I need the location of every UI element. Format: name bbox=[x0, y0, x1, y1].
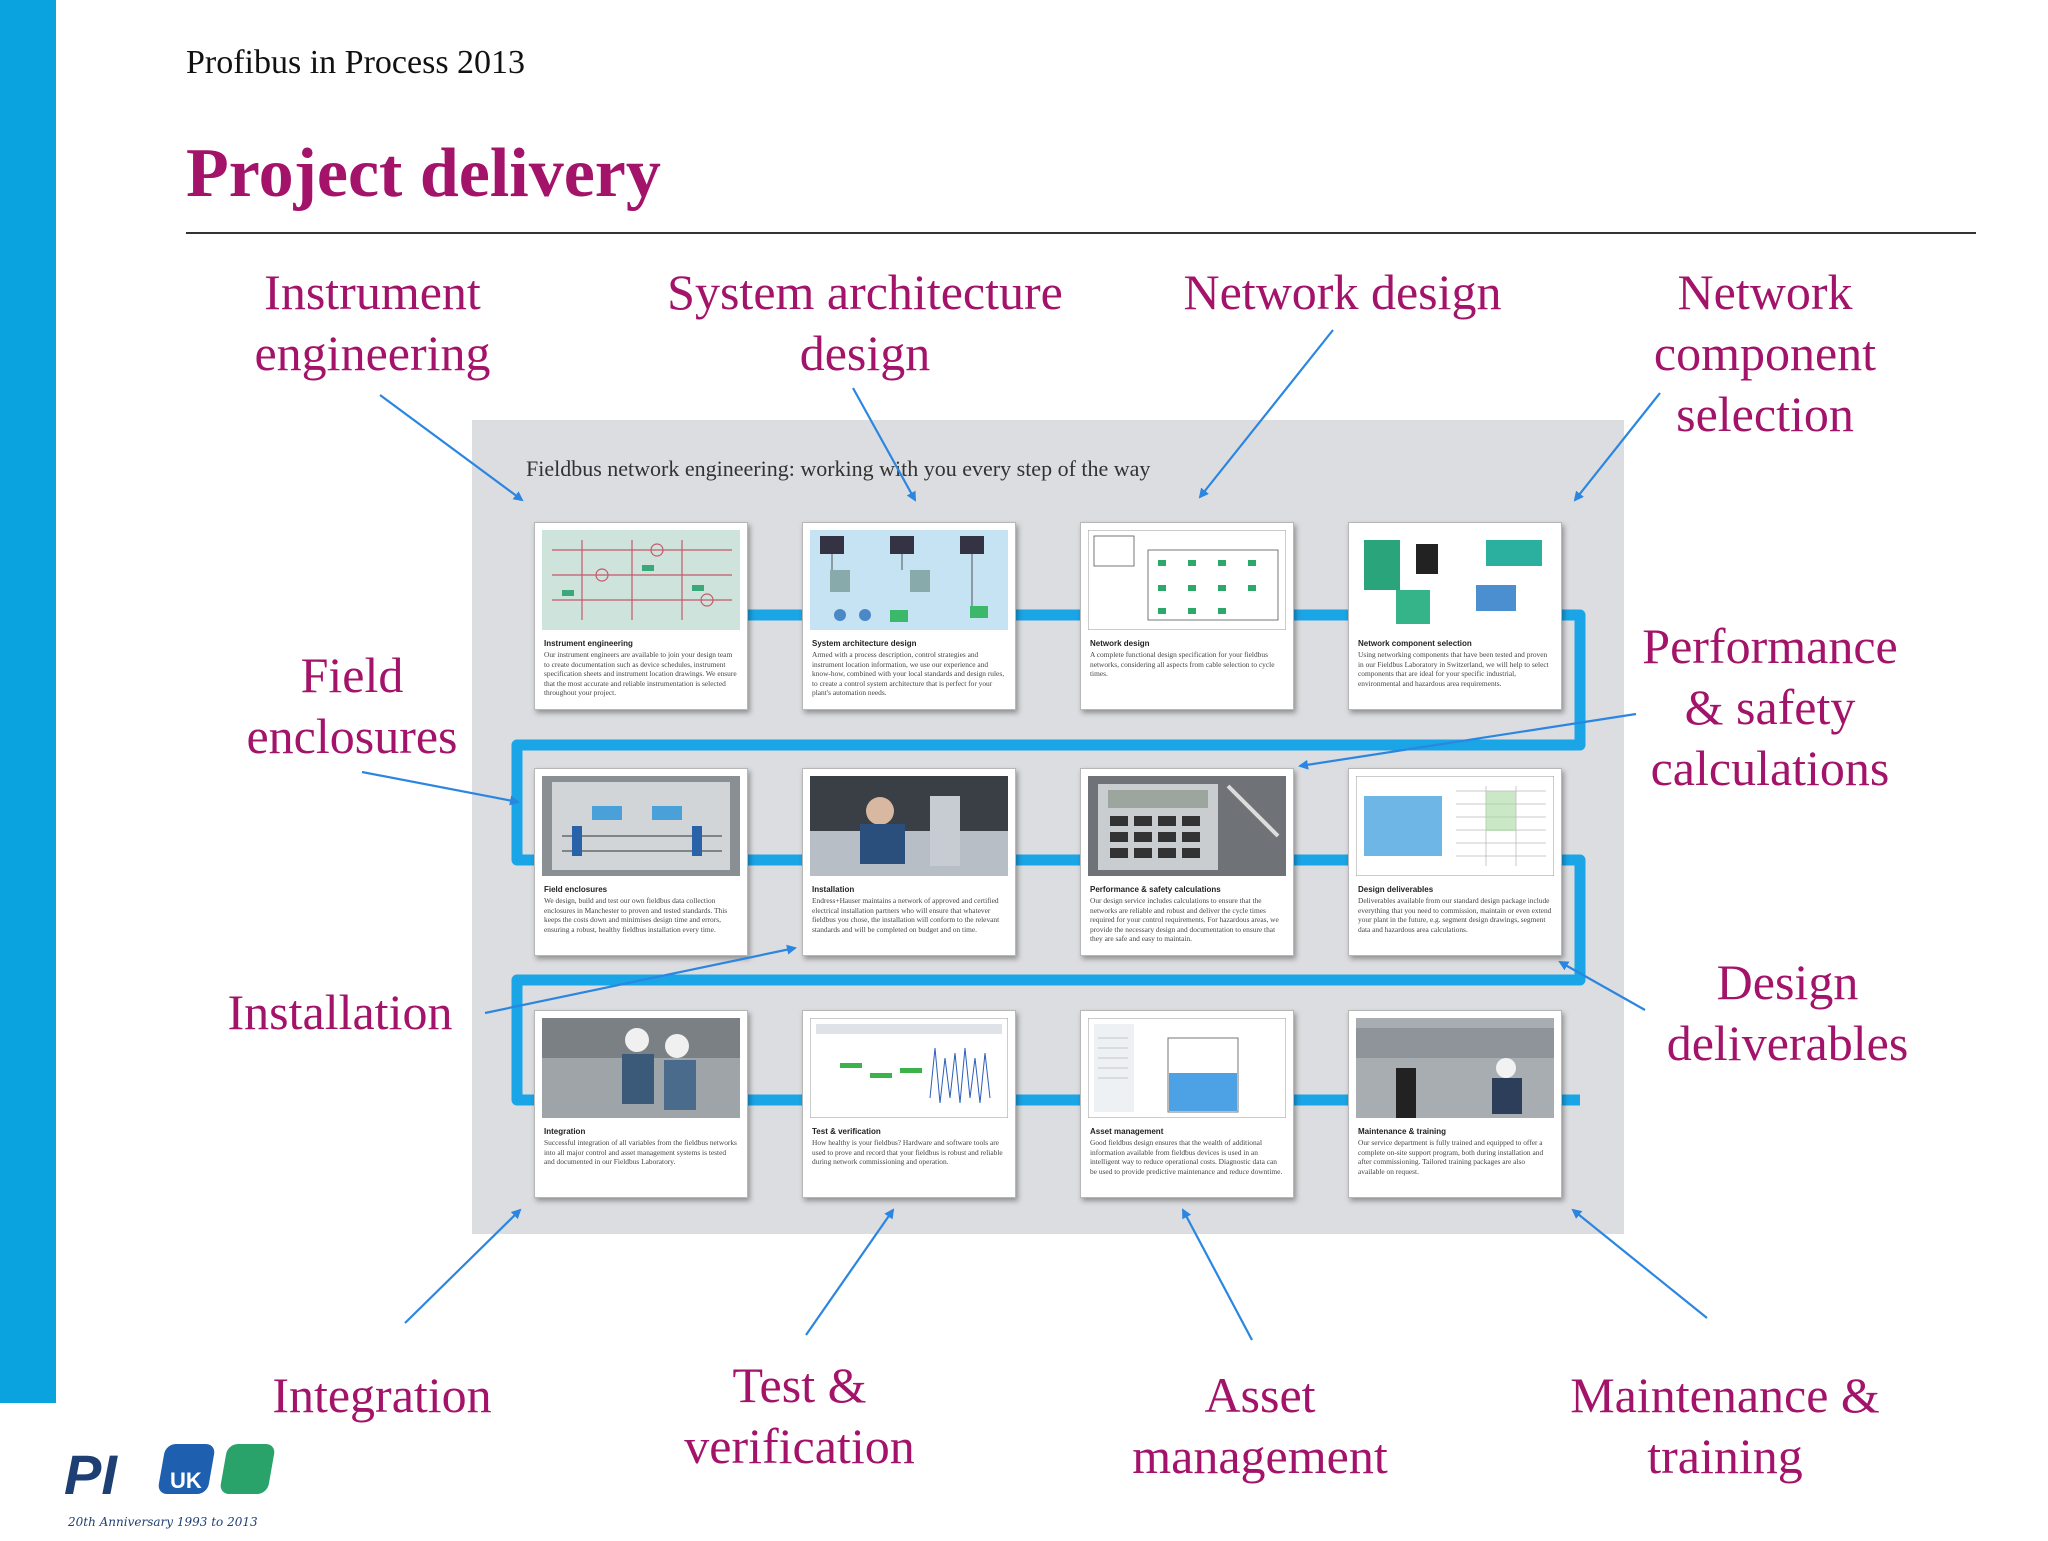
card-title: System architecture design bbox=[812, 639, 917, 648]
card-title: Integration bbox=[544, 1127, 586, 1136]
slide-title: Project delivery bbox=[186, 135, 661, 212]
card-body: Good fieldbus design ensures that the we… bbox=[1090, 1138, 1283, 1176]
card-title: Network component selection bbox=[1358, 639, 1472, 648]
arrow-instrument-engineering bbox=[379, 394, 524, 502]
card-integration: Integration Successful integration of al… bbox=[534, 1010, 748, 1198]
card-design-deliverables: Design deliverables Deliverables availab… bbox=[1348, 768, 1562, 956]
network-schematic-image bbox=[1088, 530, 1286, 630]
architecture-diagram-image bbox=[810, 530, 1008, 630]
label-network-design: Network design bbox=[1183, 264, 1502, 320]
label-installation: Installation bbox=[227, 984, 453, 1040]
arrow-maintenance-training bbox=[1571, 1208, 1708, 1319]
label-test-verification: Test &verification bbox=[684, 1357, 915, 1474]
card-title: Maintenance & training bbox=[1358, 1127, 1447, 1136]
label-integration: Integration bbox=[272, 1367, 492, 1423]
card-title: Test & verification bbox=[812, 1127, 881, 1136]
card-network-component-selection: Network component selection Using networ… bbox=[1348, 522, 1562, 710]
arrow-installation bbox=[484, 944, 797, 1015]
card-system-architecture-design: System architecture design Armed with a … bbox=[802, 522, 1016, 710]
card-body: Deliverables available from our standard… bbox=[1358, 896, 1552, 934]
integration-photo bbox=[542, 1018, 740, 1118]
maintenance-photo bbox=[1356, 1018, 1554, 1118]
arrow-system-architecture bbox=[852, 387, 916, 502]
installation-photo bbox=[810, 776, 1008, 876]
arrow-performance-safety bbox=[1298, 712, 1637, 770]
instrument-diagram-image bbox=[542, 530, 740, 630]
card-body: Endress+Hauser maintains a network of ap… bbox=[812, 896, 1000, 934]
card-title: Network design bbox=[1090, 639, 1150, 648]
network-components-image bbox=[1356, 530, 1554, 630]
left-accent-bar bbox=[0, 0, 56, 1403]
card-title: Design deliverables bbox=[1358, 885, 1434, 894]
card-title: Performance & safety calculations bbox=[1090, 885, 1221, 894]
field-enclosure-photo bbox=[542, 776, 740, 876]
card-body: Our design service includes calculations… bbox=[1090, 896, 1279, 944]
asset-software-screenshot bbox=[1088, 1018, 1286, 1118]
card-asset-management: Asset management Good fieldbus design en… bbox=[1080, 1010, 1294, 1198]
arrow-field-enclosures bbox=[361, 770, 520, 806]
card-body: Our service department is fully trained … bbox=[1358, 1138, 1544, 1176]
card-body: Using networking components that have be… bbox=[1358, 650, 1549, 688]
card-body: Successful integration of all variables … bbox=[544, 1138, 737, 1167]
arrow-design-deliverables bbox=[1558, 961, 1646, 1011]
label-maintenance-training: Maintenance &training bbox=[1570, 1367, 1880, 1484]
workflow-path-line bbox=[511, 609, 1586, 1106]
panel-title: Fieldbus network engineering: working wi… bbox=[526, 456, 1151, 481]
card-title: Instrument engineering bbox=[544, 639, 633, 648]
svg-text:20th Anniversary 1993 to 2013: 20th Anniversary 1993 to 2013 bbox=[67, 1515, 258, 1529]
card-body: Armed with a process description, contro… bbox=[812, 650, 1005, 698]
deliverables-document-image bbox=[1356, 776, 1554, 876]
card-test-verification: Test & verification How healthy is your … bbox=[802, 1010, 1016, 1198]
pi-uk-logo: PI UK 20th Anniversary 1993 to 2013 bbox=[60, 1432, 280, 1536]
card-installation: Installation Endress+Hauser maintains a … bbox=[802, 768, 1016, 956]
card-performance-safety-calculations: Performance & safety calculations Our de… bbox=[1080, 768, 1294, 956]
title-divider bbox=[186, 232, 1976, 234]
card-maintenance-training: Maintenance & training Our service depar… bbox=[1348, 1010, 1562, 1198]
arrow-network-design bbox=[1198, 329, 1334, 499]
arrow-integration bbox=[404, 1208, 522, 1324]
arrow-network-component bbox=[1573, 392, 1661, 502]
card-title: Installation bbox=[812, 885, 855, 894]
brochure-image-panel: Fieldbus network engineering: working wi… bbox=[472, 420, 1624, 1234]
arrow-test-verification bbox=[805, 1208, 895, 1336]
card-body: A complete functional design specificati… bbox=[1090, 650, 1275, 679]
card-title: Asset management bbox=[1090, 1127, 1164, 1136]
svg-text:PI: PI bbox=[64, 1443, 118, 1506]
card-body: How healthy is your fieldbus? Hardware a… bbox=[812, 1138, 1003, 1167]
test-software-screenshot bbox=[810, 1018, 1008, 1118]
arrow-asset-management bbox=[1182, 1208, 1253, 1341]
card-instrument-engineering: Instrument engineering Our instrument en… bbox=[534, 522, 748, 710]
card-body: Our instrument engineers are available t… bbox=[544, 650, 737, 698]
svg-text:UK: UK bbox=[170, 1468, 202, 1493]
card-network-design: Network design A complete functional des… bbox=[1080, 522, 1294, 710]
card-body: We design, build and test our own fieldb… bbox=[544, 896, 728, 934]
card-field-enclosures: Field enclosures We design, build and te… bbox=[534, 768, 748, 956]
card-title: Field enclosures bbox=[544, 885, 608, 894]
slide-header: Profibus in Process 2013 bbox=[186, 44, 526, 81]
calculator-photo bbox=[1088, 776, 1286, 876]
